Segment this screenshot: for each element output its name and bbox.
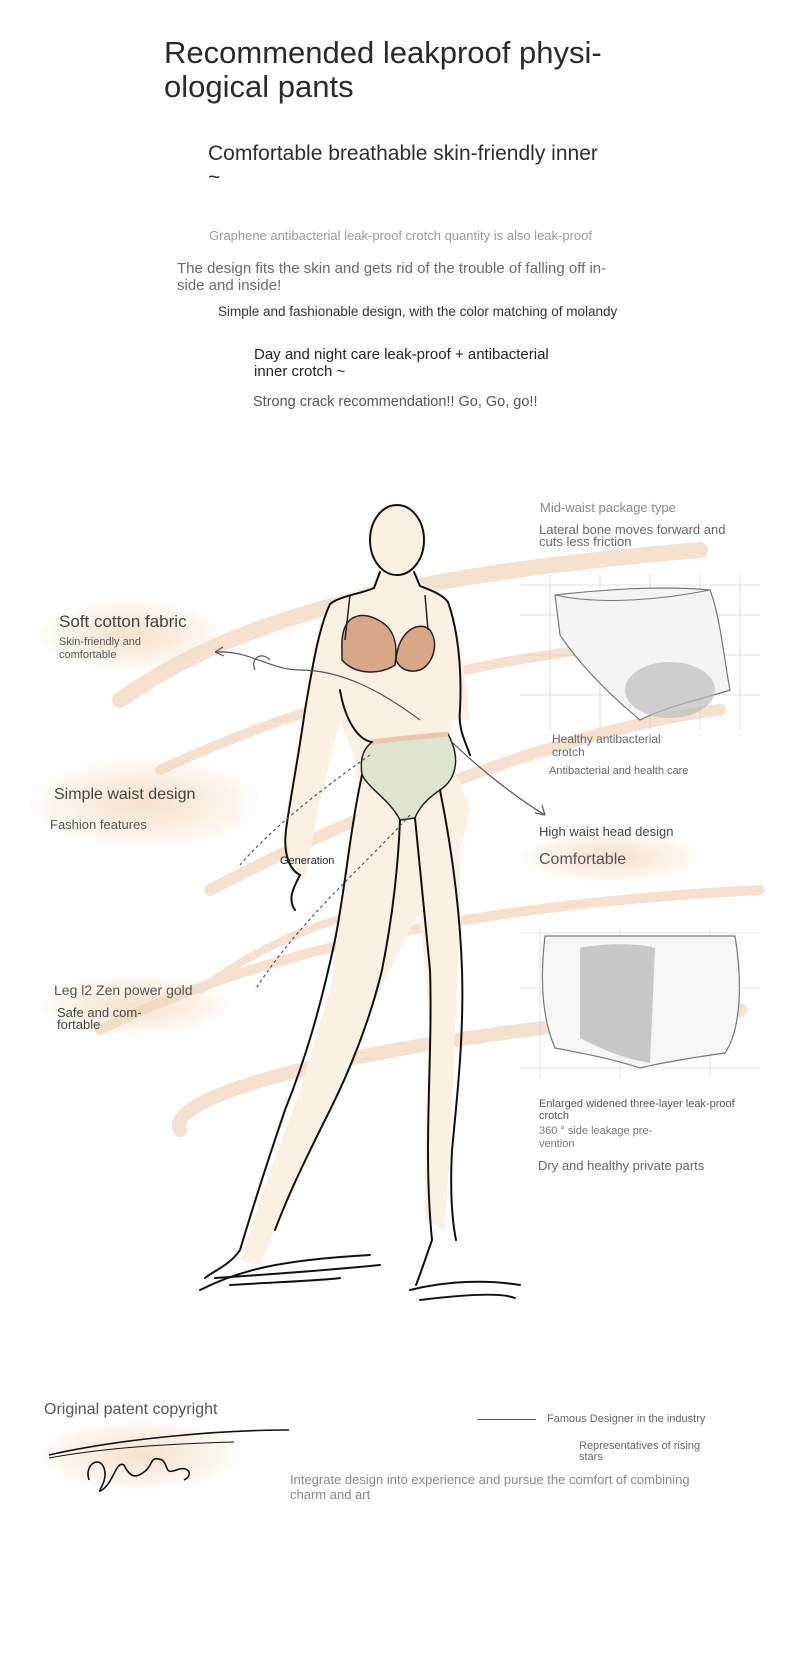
label-high-waist-design: High waist head design	[539, 824, 674, 839]
divider-line	[477, 1419, 536, 1420]
label-health-care: Antibacterial and health care	[549, 765, 689, 777]
panty-sketch-high-waist	[520, 928, 760, 1078]
wash-comfortable	[520, 832, 700, 882]
label-healthy-crotch: Healthy antibacterial crotch	[552, 732, 661, 759]
label-dry-healthy: Dry and healthy private parts	[538, 1158, 705, 1173]
footer-rising-stars: Representatives of rising stars	[579, 1440, 701, 1463]
bra-fill	[341, 614, 436, 673]
label-safe-comfortable: Safe and com-fortable	[57, 1005, 142, 1032]
page-subtitle: Comfortable breathable skin-friendly inn…	[208, 142, 598, 189]
page-title: Recommended leakproof physi-ological pan…	[164, 35, 602, 104]
label-skin-friendly: Skin-friendly and comfortable	[59, 636, 141, 661]
footer-integrate-design: Integrate design into experience and pur…	[290, 1472, 690, 1502]
footer-patent-copyright: Original patent copyright	[44, 1401, 218, 1418]
wash-waist	[30, 758, 260, 848]
label-lateral-bone: Lateral bone moves forward and cuts less…	[539, 522, 726, 549]
label-simple-waist-design: Simple waist design	[54, 786, 196, 803]
label-mid-waist-package: Mid-waist package type	[540, 500, 676, 515]
label-generation: Generation	[280, 855, 335, 867]
label-enlarged-crotch: Enlarged widened three-layer leak-proof …	[539, 1098, 735, 1122]
intro-line-5: Strong crack recommendation!! Go, Go, go…	[253, 394, 538, 410]
label-soft-cotton-fabric: Soft cotton fabric	[59, 612, 187, 631]
label-fashion-features: Fashion features	[50, 817, 147, 832]
intro-line-3: Simple and fashionable design, with the …	[218, 304, 618, 319]
intro-line-4: Day and night care leak-proof + antibact…	[254, 346, 549, 380]
label-leg-power: Leg l2 Zen power gold	[54, 982, 193, 998]
panty-sketch-mid-waist	[520, 575, 760, 730]
intro-line-1: Graphene antibacterial leak-proof crotch…	[209, 228, 592, 243]
wash-signature	[40, 1420, 240, 1490]
label-side-leakage: 360 ° side leakage pre-vention	[539, 1125, 653, 1150]
designer-signature	[48, 1429, 290, 1492]
label-comfortable: Comfortable	[539, 851, 627, 868]
intro-line-2: The design fits the skin and gets rid of…	[177, 260, 607, 294]
footer-famous-designer: Famous Designer in the industry	[547, 1413, 706, 1425]
model-figure-illustration	[95, 504, 765, 1301]
